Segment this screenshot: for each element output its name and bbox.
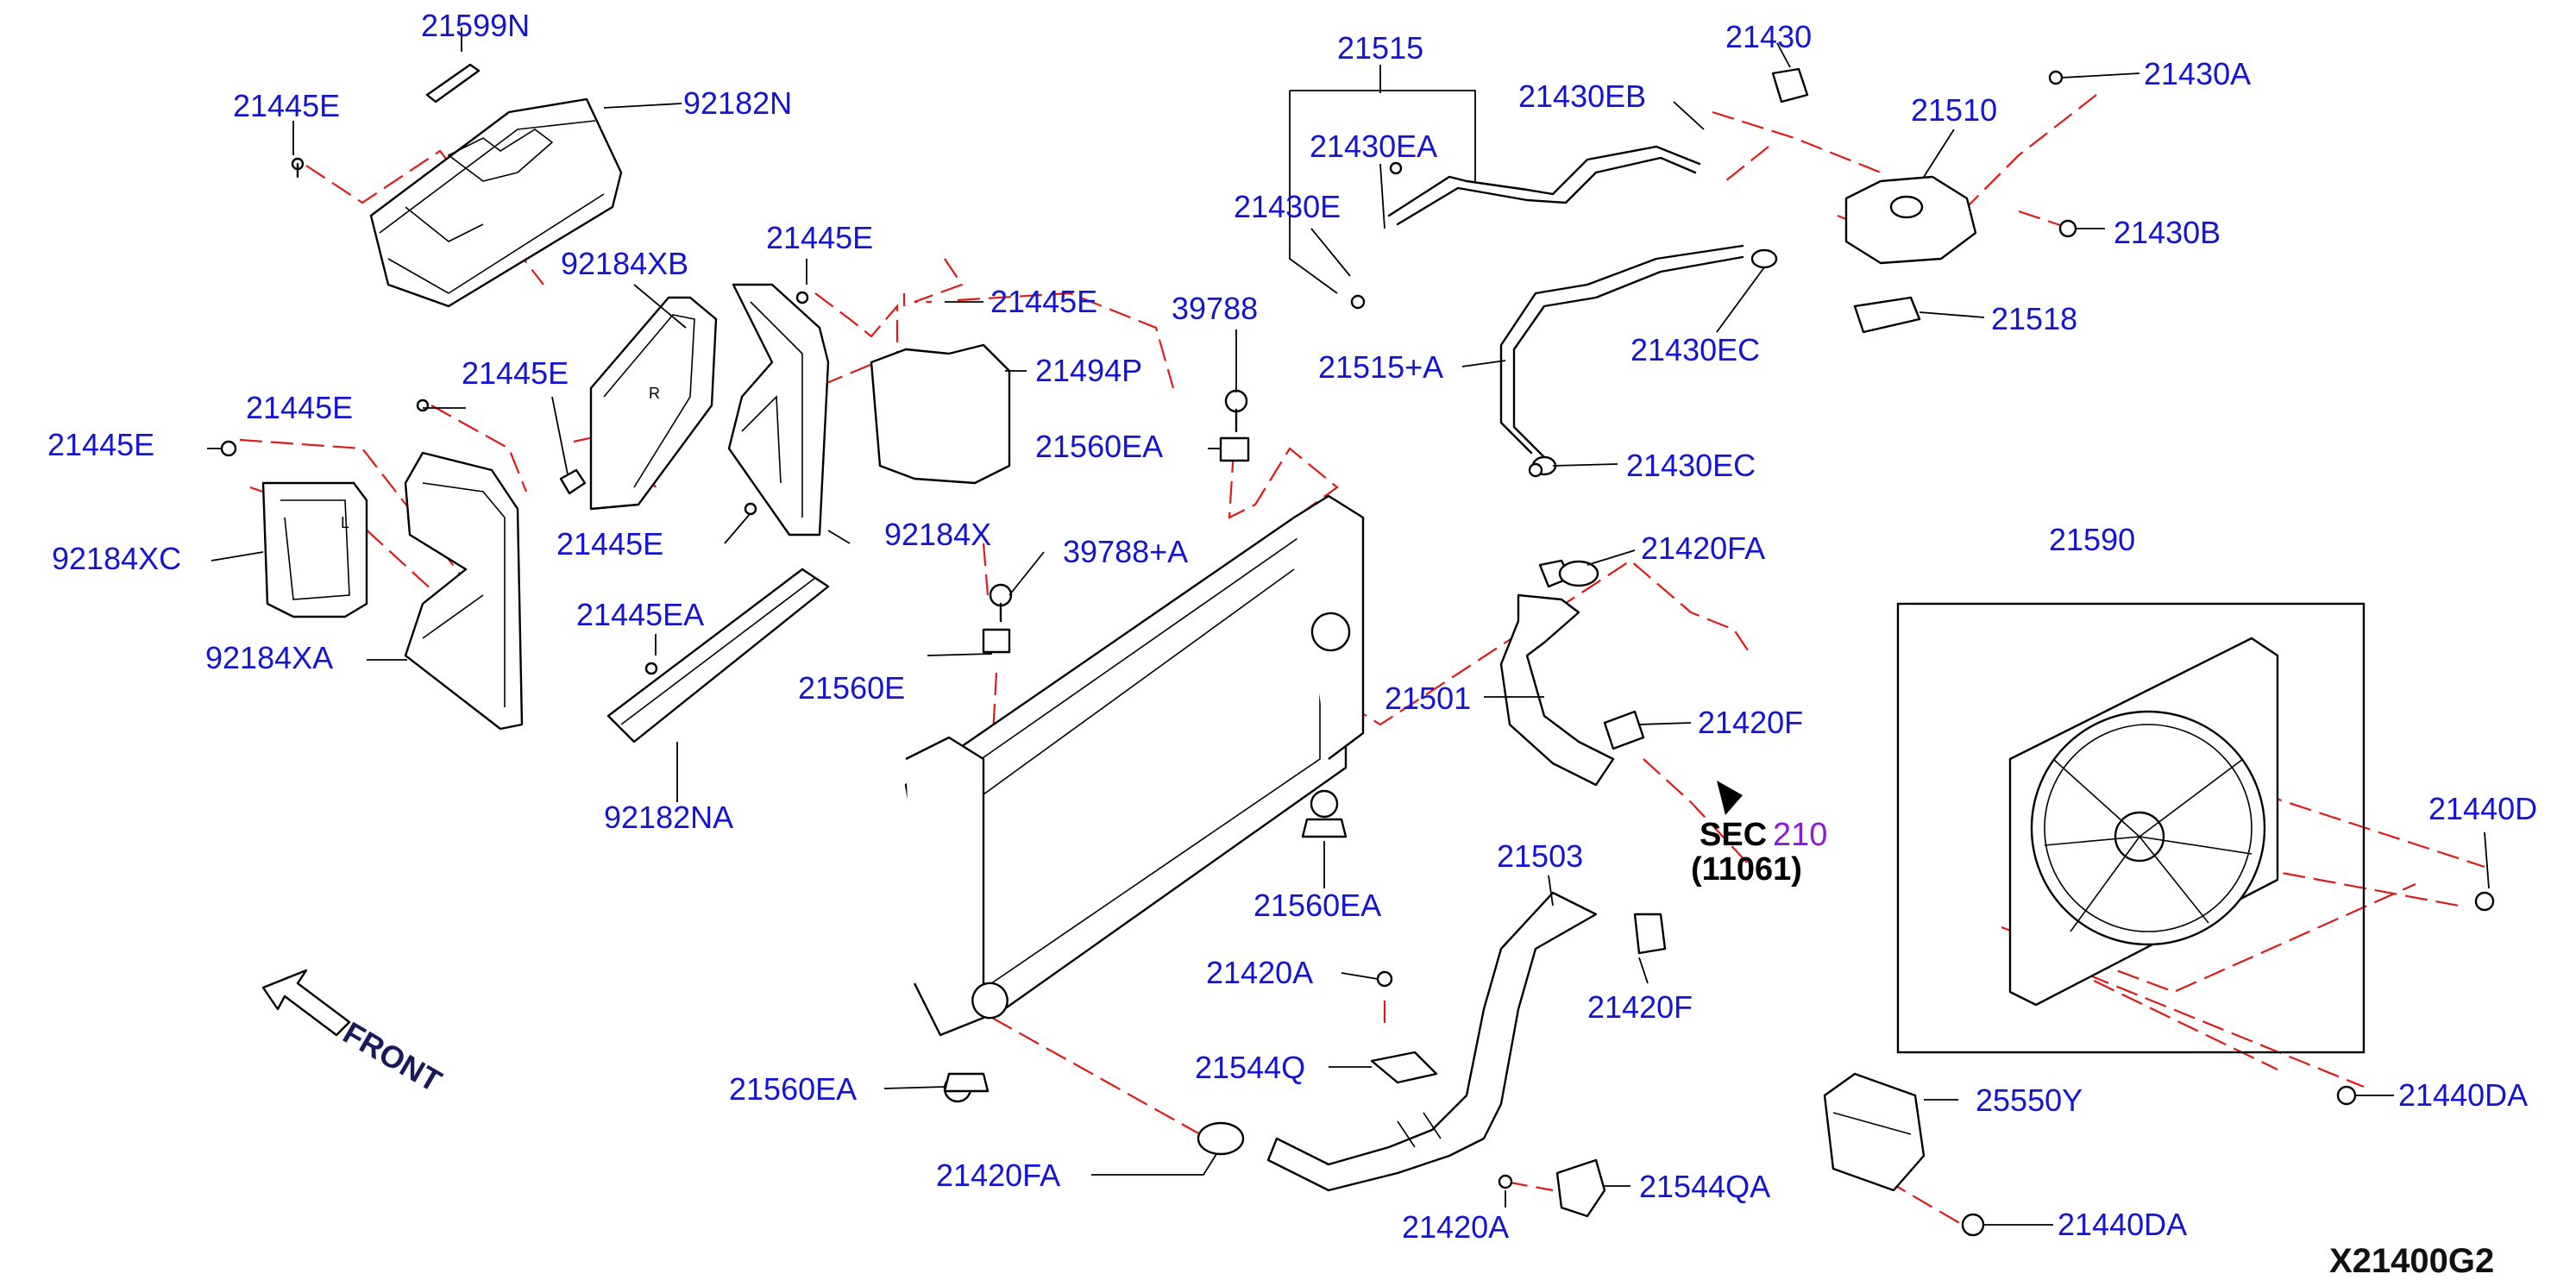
label-21515A: 21515+A: [1318, 349, 1443, 385]
label-21420A-lower: 21420A: [1402, 1209, 1509, 1245]
part-21430-cap: [1771, 67, 1809, 104]
label-21440DA-upper: 21440DA: [2398, 1077, 2528, 1113]
part-92184XC-side-bracket: L: [220, 440, 368, 618]
label-21420FA-lower: 21420FA: [936, 1158, 1060, 1193]
label-21430E: 21430E: [1234, 189, 1341, 224]
label-21430EC-lower: 21430EC: [1626, 448, 1756, 483]
label-21501: 21501: [1385, 681, 1471, 716]
label-21430B: 21430B: [2114, 215, 2221, 250]
label-21445E: 21445E: [233, 88, 340, 123]
label-21420F-upper: 21420F: [1698, 705, 1803, 740]
label-21544Q: 21544Q: [1195, 1050, 1305, 1085]
label-21515: 21515: [1337, 30, 1423, 66]
sec-number: 210: [1773, 817, 1827, 853]
part-21599N-seal: [425, 63, 481, 104]
front-arrow: [261, 969, 351, 1037]
label-21430EA: 21430EA: [1310, 129, 1437, 164]
svg-text:L: L: [341, 514, 349, 531]
part-21544Q-bracket: [1370, 970, 1438, 1084]
label-21430A: 21430A: [2144, 56, 2251, 91]
leader-lines: [207, 28, 2490, 1226]
part-92184XB-side-bracket: R: [559, 296, 718, 511]
part-21503-lower-hose: [1266, 891, 1667, 1192]
part-39788-clip: [1219, 389, 1250, 462]
part-21515-overflow-hose: [1387, 145, 1701, 226]
part-21510-radiator-core: [904, 494, 1365, 1103]
label-21445E: 21445E: [462, 355, 569, 391]
sec-prefix: SEC: [1700, 817, 1767, 853]
label-21430EB: 21430EB: [1518, 78, 1646, 114]
part-92184X-side-bracket: [727, 283, 830, 536]
label-21503: 21503: [1497, 838, 1583, 874]
label-92184X: 92184X: [884, 517, 991, 552]
label-39788A: 39788+A: [1063, 534, 1188, 569]
svg-text:R: R: [649, 385, 660, 402]
part-21420FA-clamp: [1197, 560, 1599, 1156]
label-21494P: 21494P: [1035, 353, 1142, 388]
bolts: [1350, 70, 2495, 1237]
label-21590: 21590: [2049, 522, 2135, 557]
part-21544QA-bracket: [1498, 1158, 1606, 1218]
label-21430: 21430: [1725, 19, 1812, 54]
label-21560EA-upper: 21560EA: [1035, 429, 1163, 464]
label-25550Y: 25550Y: [1976, 1082, 2083, 1118]
part-39788A-clip: [982, 583, 1013, 654]
label-21560EA-lower: 21560EA: [729, 1071, 857, 1107]
label-21518: 21518: [1991, 301, 2077, 336]
label-21445E: 21445E: [766, 220, 873, 255]
diagram-code: X21400G2: [2329, 1242, 2494, 1280]
part-21590-fan-shroud-box: [1896, 602, 2366, 1054]
part-21510-reservoir: [1844, 175, 1977, 265]
label-92182NA: 92182NA: [604, 800, 733, 835]
sec-arrow: [1717, 781, 1743, 815]
label-21440D: 21440D: [2428, 791, 2537, 826]
part-21501-upper-hose: [1499, 559, 1645, 787]
label-92184XC: 92184XC: [52, 541, 181, 576]
front-label: FRONT: [337, 1014, 448, 1099]
label-21560EA-mid: 21560EA: [1253, 888, 1381, 923]
label-21445EA: 21445EA: [576, 597, 704, 632]
label-21544QA: 21544QA: [1639, 1169, 1770, 1204]
part-21560EA-mount: [943, 818, 1348, 1093]
part-21518-bracket: [1853, 296, 1921, 334]
label-21420F-lower: 21420F: [1587, 989, 1693, 1025]
label-21510: 21510: [1911, 92, 1997, 128]
label-39788: 39788: [1172, 291, 1258, 326]
label-21420A-upper: 21420A: [1206, 955, 1313, 990]
label-21445E: 21445E: [246, 390, 353, 425]
label-21560E: 21560E: [798, 670, 905, 706]
sec-sub: (11061): [1691, 851, 1802, 888]
label-92184XA: 92184XA: [205, 640, 333, 675]
label-21445E: 21445E: [47, 427, 154, 462]
part-21494P-seal-panel: [870, 343, 1011, 485]
label-21445E: 21445E: [990, 284, 1097, 319]
label-92184XB: 92184XB: [561, 246, 688, 281]
part-92184XA-side-bracket: [404, 398, 524, 731]
label-21440DA-lower: 21440DA: [2058, 1207, 2187, 1242]
label-21420FA-upper: 21420FA: [1641, 530, 1765, 566]
label-92182N: 92182N: [683, 85, 792, 121]
part-25550Y-module: [1823, 1072, 1926, 1192]
label-21445E: 21445E: [556, 526, 663, 562]
label-21430EC-upper: 21430EC: [1630, 332, 1760, 367]
part-92182NA-lower-deflector: [606, 568, 830, 744]
part-92182N-upper-deflector: [291, 97, 623, 308]
part-labels: 21599N 21445E 92182N 21515 21430EA 21430…: [47, 8, 2537, 1280]
label-21599N: 21599N: [421, 8, 530, 43]
